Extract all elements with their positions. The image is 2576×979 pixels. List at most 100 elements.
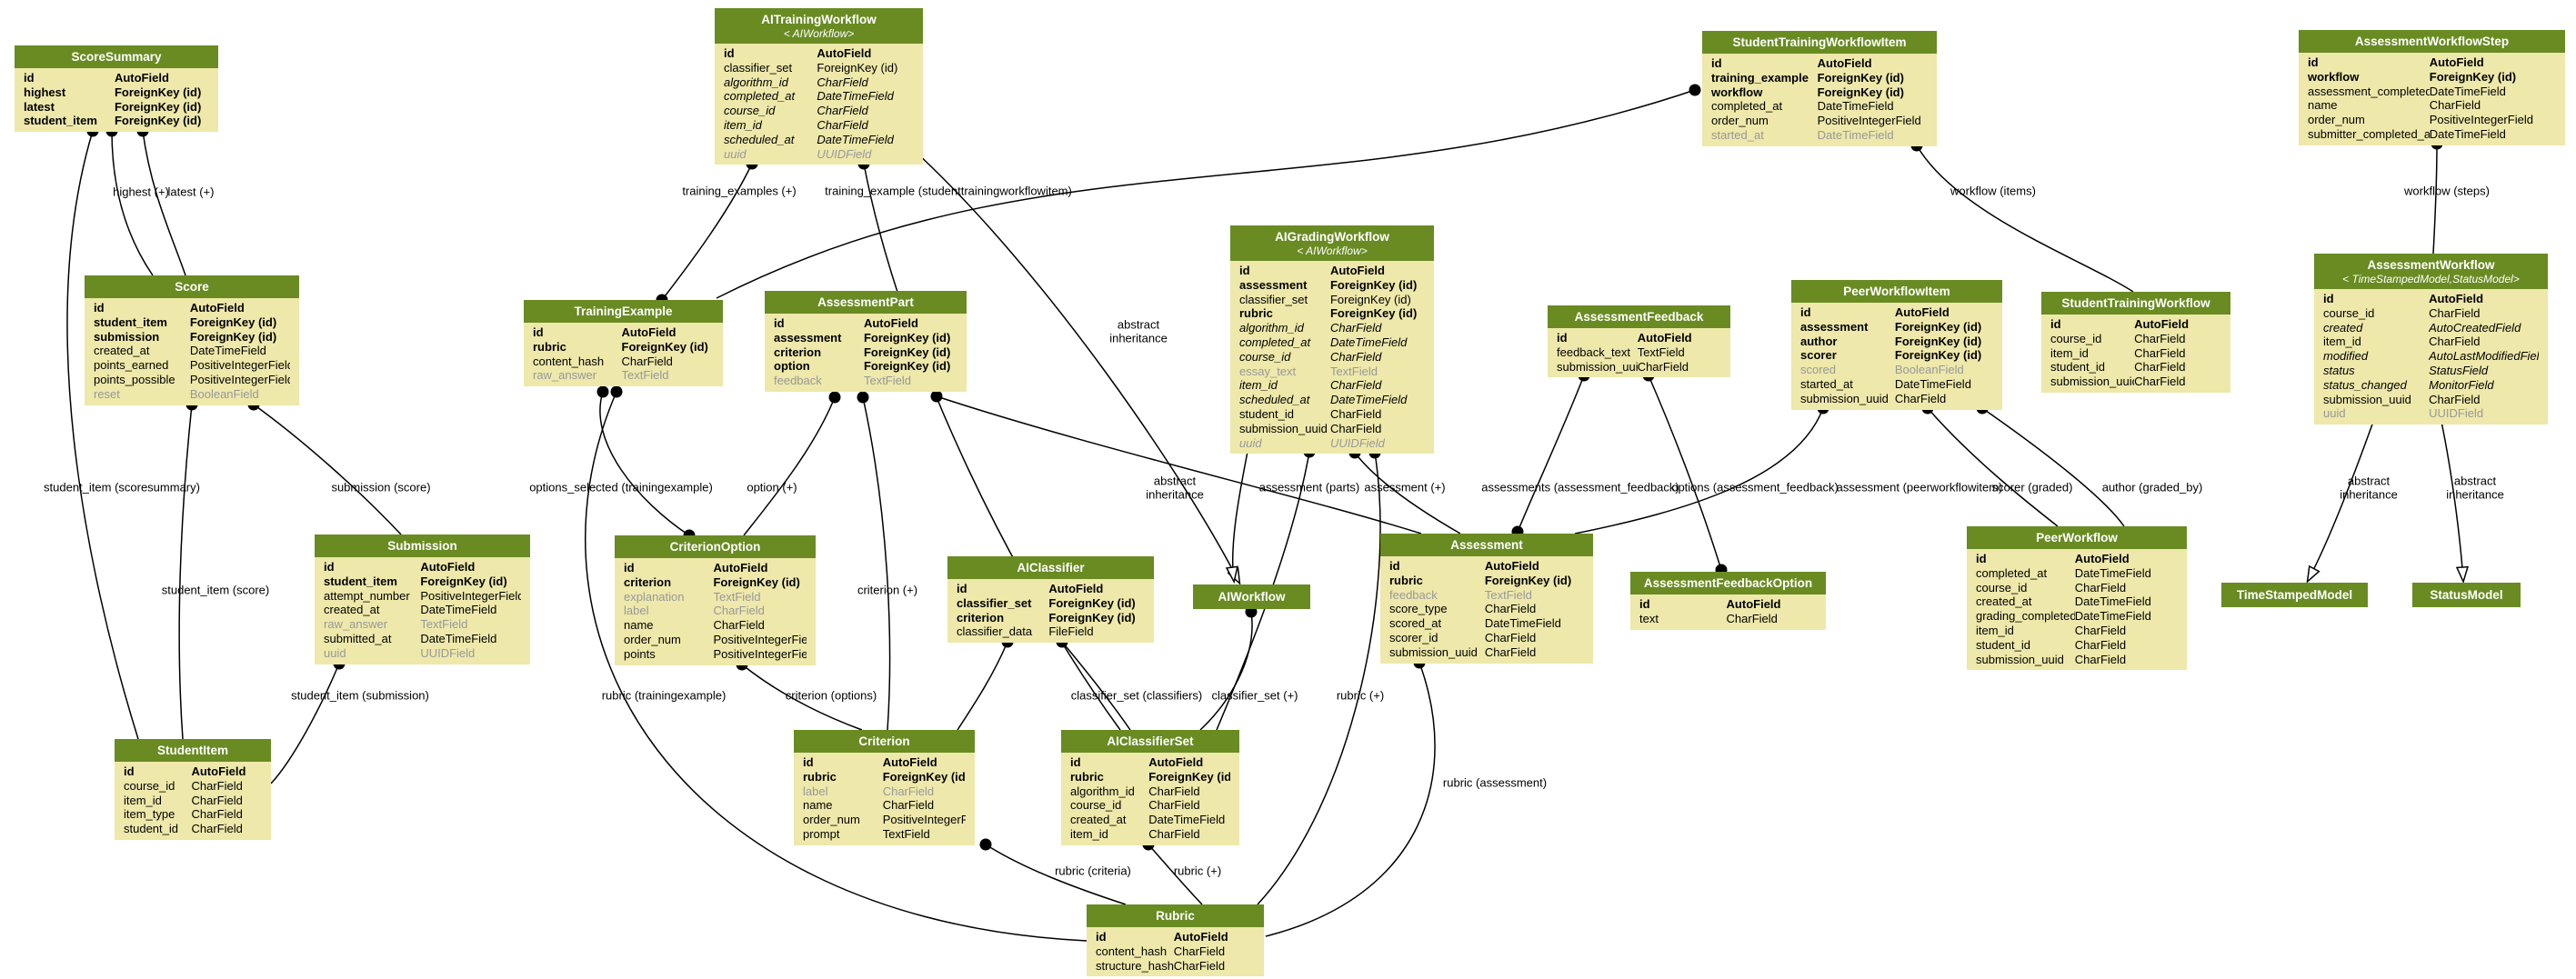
field-type: DateTimeField	[2429, 84, 2506, 98]
field-type: AutoField	[114, 71, 169, 85]
table-title: AIClassifier	[1017, 561, 1085, 574]
relation-edge	[599, 391, 690, 536]
inheritance-edge	[1233, 451, 1248, 581]
field-name: id	[1389, 559, 1400, 573]
field-type: AutoField	[713, 561, 768, 574]
field-name: item_id	[2050, 345, 2089, 360]
table-title: StatusModel	[2430, 588, 2503, 602]
field-name: id	[1711, 56, 1722, 70]
table-title: AIWorkflow	[1218, 590, 1286, 604]
field-type: PositiveIntegerField	[189, 358, 290, 373]
field-type: ForeignKey (id)	[1329, 306, 1418, 321]
edge-endpoint-dot	[979, 838, 992, 851]
field-type: ForeignKey (id)	[1817, 85, 1904, 99]
field-name: course_id	[124, 778, 175, 793]
field-type: DateTimeField	[1484, 616, 1561, 631]
field-name: attempt_number	[324, 588, 410, 603]
table-header: AssessmentPart	[765, 291, 967, 314]
field-name: created_at	[1976, 594, 2032, 609]
field-name: status_changed	[2323, 377, 2407, 392]
field-name: rubric	[1070, 769, 1104, 784]
field-type: CharField	[2074, 623, 2127, 637]
field-name: created_at	[324, 603, 380, 617]
field-name: scorer_id	[1389, 630, 1438, 644]
field-type: ForeignKey (id)	[114, 114, 202, 128]
field-type: CharField	[1637, 359, 1689, 374]
field-type: AutoField	[863, 316, 918, 330]
field-name: submission	[94, 329, 160, 344]
table-title: Assessment	[1450, 538, 1523, 552]
field-type: AutoField	[191, 764, 246, 778]
field-type: CharField	[191, 793, 243, 807]
table-inheritance-subtitle: < TimeStampedModel,StatusModel>	[2342, 273, 2520, 285]
field-type: DateTimeField	[817, 132, 894, 146]
field-type: CharField	[2134, 360, 2186, 375]
field-type: ForeignKey (id)	[1894, 319, 1982, 334]
field-type: AutoField	[420, 560, 476, 574]
field-type: CharField	[191, 807, 243, 822]
edge-endpoint-dot	[610, 385, 623, 398]
edge-label: criterion (+)	[857, 583, 918, 597]
field-type: AutoField	[2134, 317, 2190, 331]
field-type: AutoField	[1329, 264, 1385, 277]
field-type: CharField	[2074, 652, 2127, 666]
field-name: submission_uuid	[1557, 359, 1638, 374]
field-type: AutoField	[1148, 755, 1204, 769]
field-name: submission_uuid	[2050, 375, 2135, 389]
field-name: status	[2323, 363, 2355, 377]
edge-label: abstract inheritance	[1109, 317, 1168, 345]
field-type: DateTimeField	[420, 603, 497, 617]
edge-endpoint-dot	[828, 391, 841, 404]
field-name: submission_uuid	[2323, 392, 2411, 406]
field-type: DateTimeField	[817, 89, 894, 104]
field-name: uuid	[724, 146, 747, 161]
table-header: PeerWorkflow	[1967, 526, 2187, 549]
table-header: AssessmentFeedbackOption	[1630, 572, 1826, 594]
table-header: CriterionOption	[615, 535, 816, 558]
field-type: TextField	[1637, 345, 1685, 359]
relation-edge	[178, 404, 193, 740]
field-type: FileField	[1048, 624, 1094, 639]
field-type: CharField	[882, 798, 935, 813]
field-name: completed_at	[1239, 335, 1311, 349]
